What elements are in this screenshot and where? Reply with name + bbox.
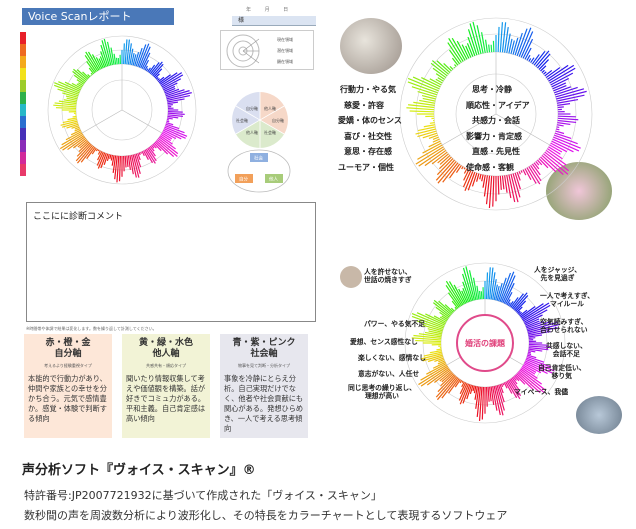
voice-scan-report: Voice Scanレポート 年 月 日 様 現在 (18, 4, 318, 438)
pie-label: 社会軸 (236, 117, 248, 123)
center-label: 婚活の課題 (465, 338, 506, 348)
pie-label: 社会軸 (264, 129, 276, 135)
people-photo (576, 396, 622, 434)
tri-label: 自分 (239, 176, 248, 183)
keyword-right: 思考・冷静 (472, 85, 512, 94)
keyword-right: 共感力・会話 (472, 116, 520, 125)
voice-color-chart (20, 32, 197, 185)
pie-label: 他人軸 (264, 105, 276, 111)
tri-label: 他人 (269, 176, 278, 183)
footer-title: 声分析ソフト『ヴォイス・スキャン』® (22, 463, 256, 478)
keyword-right: 自己肯定低い、 移り気 (538, 364, 586, 380)
axis-description: 事象を冷静にとらえ分析。自己実現だけでなく、他者や社会貢献にも関心がある。発想ひ… (224, 374, 304, 433)
axis-card-society: 青・紫・ピンク 社会軸 物事を見て判断・分析タイプ 事象を冷静にとらえ分析。自己… (220, 334, 308, 438)
keyword-left: 同じ思考の繰り返し、 理想が高い (348, 384, 416, 400)
keyword-left: 愛嬌・体のセンス (338, 116, 402, 125)
keyword-left: パワー、やる気不足 (364, 320, 426, 328)
hands-photo (340, 18, 402, 74)
axis-title: 赤・橙・金 自分軸 (45, 338, 91, 359)
footer-description-line: 数秒間の声を周波数分析により波形化し、その特長をカラーチャートとして表現するソフ… (24, 509, 508, 522)
promo-chart-top: 行動力・やる気 慈愛・許容 愛嬌・体のセンス 喜び・社交性 意思・存在感 ユーモ… (336, 12, 626, 222)
keyword-left: 意志がない、人任せ (358, 370, 420, 378)
axis-subtitle: 共感共有・順応タイプ (146, 363, 186, 368)
person-photo (340, 266, 362, 288)
legend-item: 現在領域 (277, 37, 293, 42)
axis-description: 聞いたり情報収集して考えや価値観を構築。話が好きでコミュ力がある。平和主義。自己… (126, 374, 206, 423)
keyword-left: 愛想、センス感性なし (350, 338, 418, 346)
axis-title: 青・紫・ピンク 社会軸 (232, 338, 296, 359)
pie-label: 自分軸 (272, 117, 284, 123)
diagnosis-comment-box[interactable]: ここにに診断コメント (26, 202, 316, 322)
axis-subtitle: 考えるより経験重視タイプ (44, 363, 92, 368)
flowers-photo (546, 162, 612, 220)
keyword-left: 楽しくない、感情なし (358, 354, 426, 362)
footer-patent-line: 特許番号:JP2007721932に基づいて作成された「ヴォイス・スキャン」 (24, 489, 382, 502)
axis-card-others: 黄・緑・水色 他人軸 共感共有・順応タイプ 聞いたり情報収集して考えや価値観を構… (122, 334, 210, 438)
balance-diagram: 社会 自分 他人 (227, 149, 291, 193)
voice-wheel-bottom: 婚活の課題 (404, 262, 566, 424)
keyword-left: 人を許せない、 世話の焼きすぎ (364, 268, 412, 284)
color-scale-bar (20, 32, 26, 176)
axis-pie-chart: 自分軸 他人軸 社会軸 自分軸 他人軸 社会軸 (232, 92, 288, 148)
diagnosis-comment-text: ここにに診断コメント (33, 212, 124, 222)
voice-wheel-top (399, 17, 593, 211)
keyword-right: 共感しない、 会話不足 (546, 342, 587, 358)
axis-title: 黄・緑・水色 他人軸 (138, 338, 193, 359)
keyword-right: 使命感・客観 (466, 163, 514, 172)
axis-card-self: 赤・橙・金 自分軸 考えるより経験重視タイプ 本能的で行動力があり、仲間や家族と… (24, 334, 112, 438)
legend-box: 現在領域 潜在領域 顕在領域 (220, 30, 314, 70)
pie-label: 他人軸 (246, 129, 258, 135)
axis-subtitle: 物事を見て判断・分析タイプ (238, 363, 290, 368)
target-icon (226, 34, 260, 68)
keyword-right: 影響力・肯定感 (466, 132, 522, 141)
keyword-right: 空気読みすぎ、 合わせられない (540, 318, 588, 334)
keyword-left: ユーモア・個性 (338, 163, 394, 172)
keyword-right: 人をジャッジ、 先を見過ぎ (534, 266, 582, 282)
legend-item: 顕在領域 (277, 59, 293, 64)
promo-chart-bottom: 婚活の課題 人を許せない、 世話の焼きすぎ パワー、やる気不足 愛想、センス感性… (340, 258, 626, 436)
keyword-right: マイペース、我儘 (514, 388, 569, 396)
report-title: Voice Scanレポート (22, 8, 174, 25)
axis-description: 本能的で行動力があり、仲間や家族との幸せを分かち合う。元気で感情豊か。感覚・体験… (28, 374, 107, 423)
keyword-left: 意思・存在感 (344, 147, 392, 156)
keyword-right: 直感・先見性 (472, 147, 520, 156)
keyword-right: 一人で考えすぎ、 マイルール (540, 292, 595, 308)
keyword-left: 喜び・社交性 (344, 132, 392, 141)
tri-label: 社会 (254, 155, 263, 162)
keyword-left: 慈愛・許容 (344, 101, 384, 110)
pie-label: 自分軸 (246, 105, 258, 111)
measurement-note: ※時間帯や体調で結果は変化します。数を繰り返して計測してください。 (26, 326, 157, 331)
keyword-left: 行動力・やる気 (340, 85, 396, 94)
report-date: 年 月 日 (246, 7, 295, 13)
report-name-field[interactable]: 様 (232, 16, 316, 26)
keyword-right: 順応性・アイデア (466, 101, 530, 110)
legend-item: 潜在領域 (277, 48, 293, 53)
